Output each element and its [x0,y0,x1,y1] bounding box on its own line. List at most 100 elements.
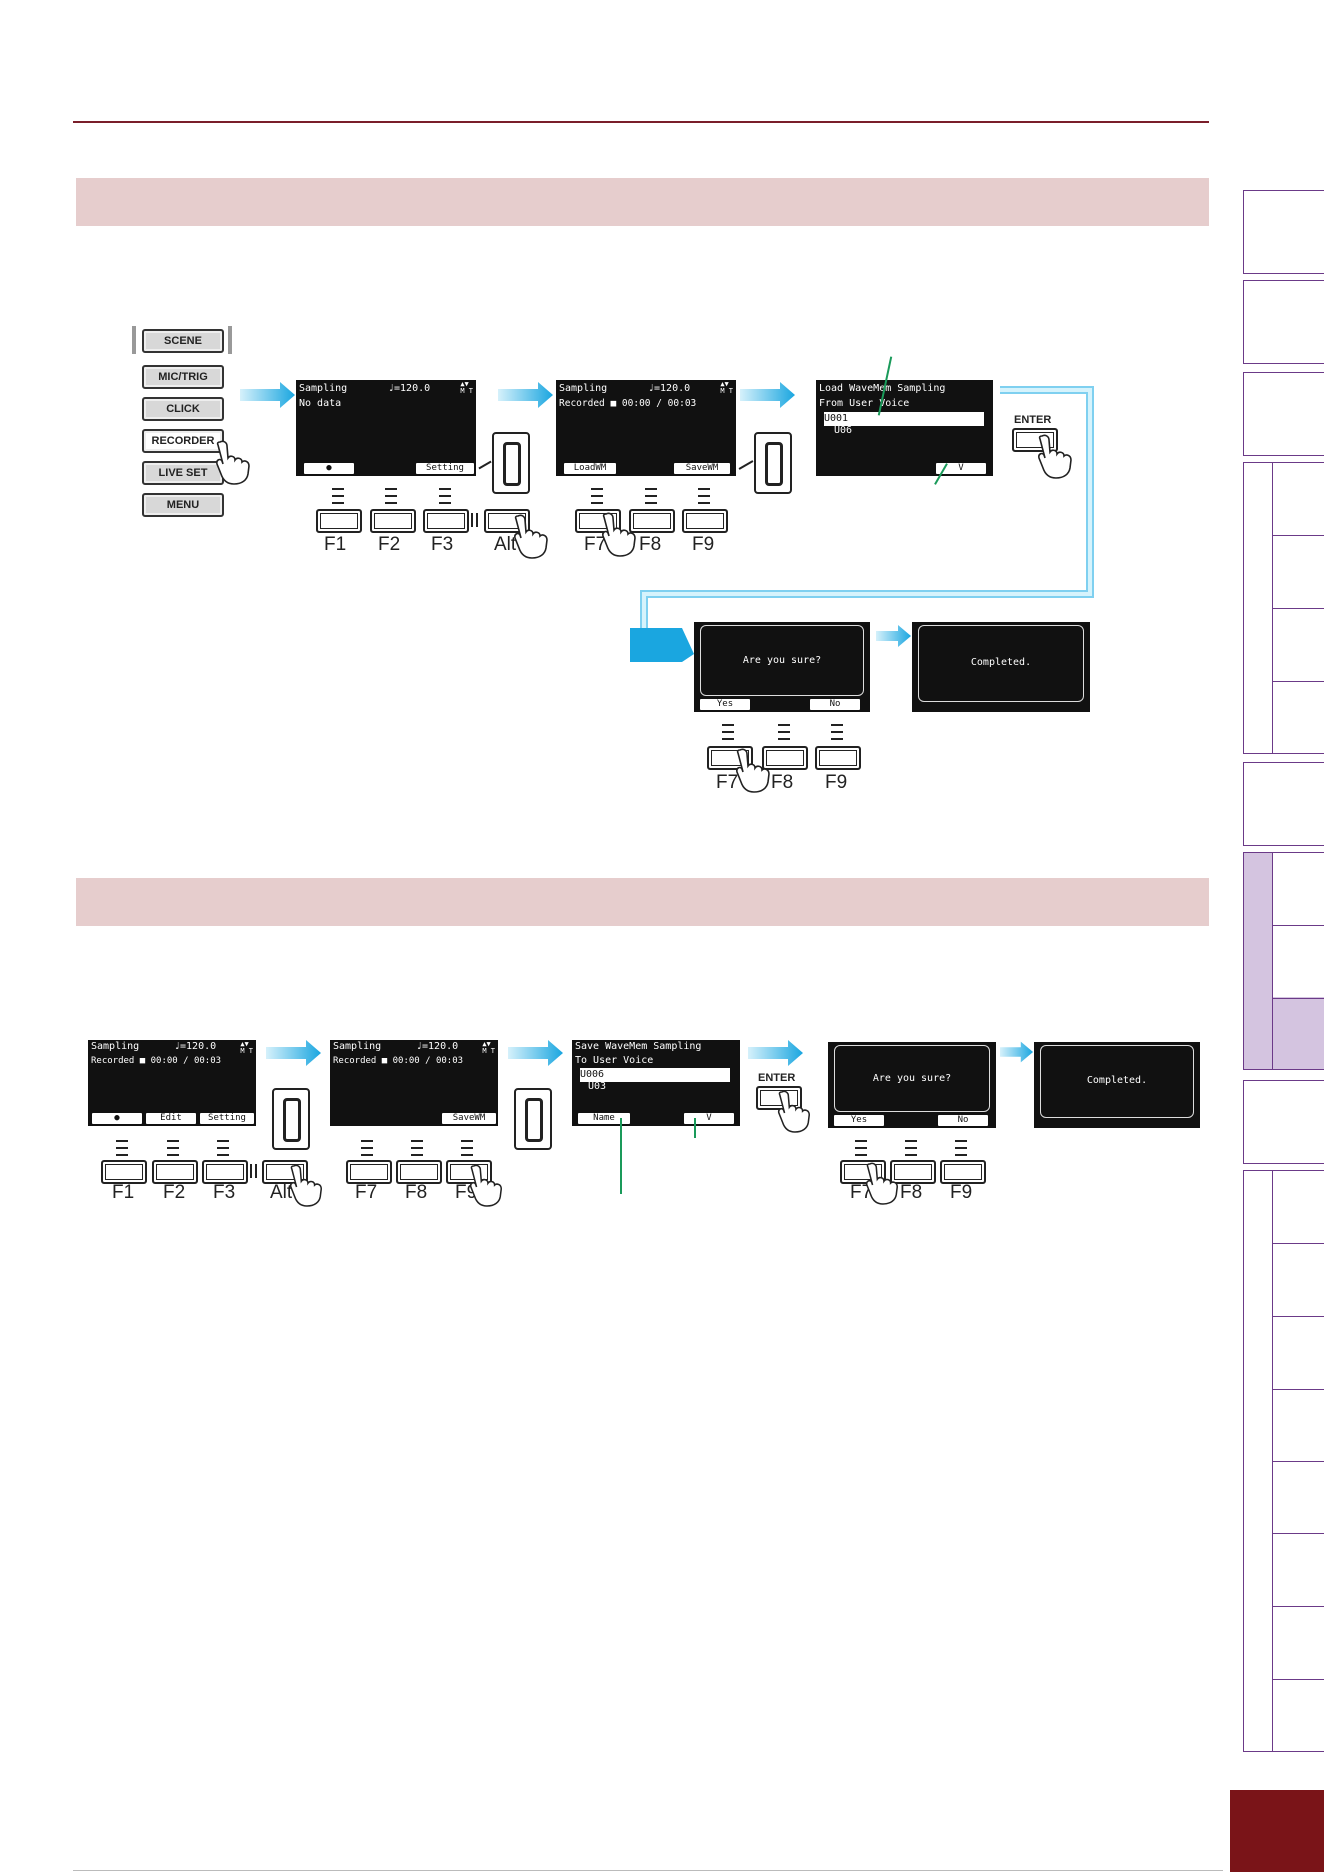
screen-title: Save WaveMem Sampling [575,1041,702,1052]
led-icon [645,488,657,504]
mic-trig-button[interactable]: MIC/TRIG [142,365,224,389]
completed-message: Completed. [970,657,1032,668]
led-icon [698,488,710,504]
fkey-name: Name [578,1113,630,1124]
flow-arrow-icon [740,382,795,408]
flow-arrow-icon [748,1040,803,1066]
f2-key[interactable] [370,509,416,533]
pointing-hand-icon [289,1164,323,1207]
pointing-hand-icon [602,512,636,557]
f3-key[interactable] [423,509,469,533]
f1-key[interactable] [316,509,362,533]
pointing-hand-icon [216,440,250,485]
voice-item: U06 [834,425,853,436]
side-tab-3[interactable] [1243,372,1324,456]
pointing-hand-icon [1038,434,1072,479]
screen-status: Recorded ■ 00:00 / 00:03 [333,1056,464,1066]
recorder-button[interactable]: RECORDER [142,429,224,453]
f7-label: F7 [584,534,607,555]
flow-arrow-icon [266,1040,321,1066]
f2-label: F2 [163,1182,186,1203]
f8-key[interactable] [762,746,808,770]
key-separator [471,513,478,527]
lcd-completed: Completed. [1034,1042,1200,1128]
lcd-confirm-dialog: Are you sure? Yes No [694,622,870,712]
scene-indicator-left [132,326,136,354]
fkey-down: V [684,1113,734,1124]
f8-key[interactable] [890,1160,936,1184]
f3-key[interactable] [202,1160,248,1184]
f8-key[interactable] [629,509,675,533]
side-tab-group-4[interactable] [1243,462,1324,754]
led-icon [722,724,734,740]
f3-label: F3 [431,534,454,555]
completed-message: Completed. [1086,1075,1148,1087]
menu-button[interactable]: MENU [142,493,224,517]
live-set-button[interactable]: LIVE SET [142,461,224,485]
f8-label: F8 [405,1182,428,1203]
section-band-2 [76,878,1209,926]
f1-label: F1 [112,1182,135,1203]
fkey-no: No [810,699,860,710]
screen-status: No data [299,398,342,409]
led-icon [217,1140,229,1156]
fkey-record: ● [92,1113,142,1124]
screen-title: Load WaveMem Sampling [819,383,946,394]
screen-title: Sampling [299,383,348,394]
side-tab-group-8[interactable] [1243,1170,1324,1752]
callout-line [620,1118,622,1194]
f9-key[interactable] [682,509,728,533]
f9-key[interactable] [940,1160,986,1184]
page-number-box [1230,1790,1324,1872]
side-tab-group-6-active[interactable] [1243,852,1324,1070]
scene-button[interactable]: SCENE [142,329,224,353]
f8-label: F8 [771,772,794,793]
f7-key[interactable] [840,1160,886,1184]
fkey-edit: Edit [146,1113,196,1124]
alt-slider-icon [514,1088,552,1150]
f1-key[interactable] [101,1160,147,1184]
f7-key[interactable] [346,1160,392,1184]
alt-slider-icon [754,432,792,494]
fkey-savewm: SaveWM [442,1113,496,1124]
fkey-yes: Yes [834,1115,884,1126]
led-icon [361,1140,373,1156]
led-icon [385,488,397,504]
led-icon [905,1140,917,1156]
lcd-sampling-recorded: Sampling ♩=120.0 ▲▼M T Recorded ■ 00:00 … [556,380,736,476]
f7-label: F7 [716,772,739,793]
f9-key[interactable] [815,746,861,770]
f7-label: F7 [850,1182,873,1203]
lcd-save-wavemem: Save WaveMem Sampling To User Voice U006… [572,1040,740,1126]
screen-status: Recorded ■ 00:00 / 00:03 [91,1056,222,1066]
header-rule [73,121,1209,123]
lcd-sampling-recorded-2: Sampling ♩=120.0 ▲▼M T Recorded ■ 00:00 … [330,1040,498,1126]
flow-arrow-icon [876,625,911,647]
side-tab-7[interactable] [1243,1080,1324,1164]
pointing-hand-icon [777,1090,811,1133]
flow-arrow-icon [498,382,553,408]
f8-key[interactable] [396,1160,442,1184]
confirm-message: Are you sure? [742,654,822,666]
confirm-message: Are you sure? [872,1073,952,1084]
side-tab-2[interactable] [1243,280,1324,364]
side-tab-5[interactable] [1243,762,1324,846]
tempo-readout: ♩=120.0 [416,1041,459,1052]
side-tab-1[interactable] [1243,190,1324,274]
lcd-sampling-recorded: Sampling ♩=120.0 ▲▼M T Recorded ■ 00:00 … [88,1040,256,1126]
fkey-savewm: SaveWM [674,463,730,474]
selected-voice-item: U001 [824,412,984,426]
fkey-setting: Setting [200,1113,254,1124]
f2-key[interactable] [152,1160,198,1184]
screen-status: Recorded ■ 00:00 / 00:03 [559,398,697,409]
fkey-record: ● [304,463,354,474]
click-button[interactable]: CLICK [142,397,224,421]
f7-label: F7 [355,1182,378,1203]
lcd-completed: Completed. [912,622,1090,712]
pointing-hand-icon [514,514,548,559]
flow-arrow-icon [240,382,295,408]
fkey-setting: Setting [416,463,474,474]
meter-icon: ▲▼M T [482,1040,495,1055]
f2-label: F2 [378,534,401,555]
led-icon [332,488,344,504]
